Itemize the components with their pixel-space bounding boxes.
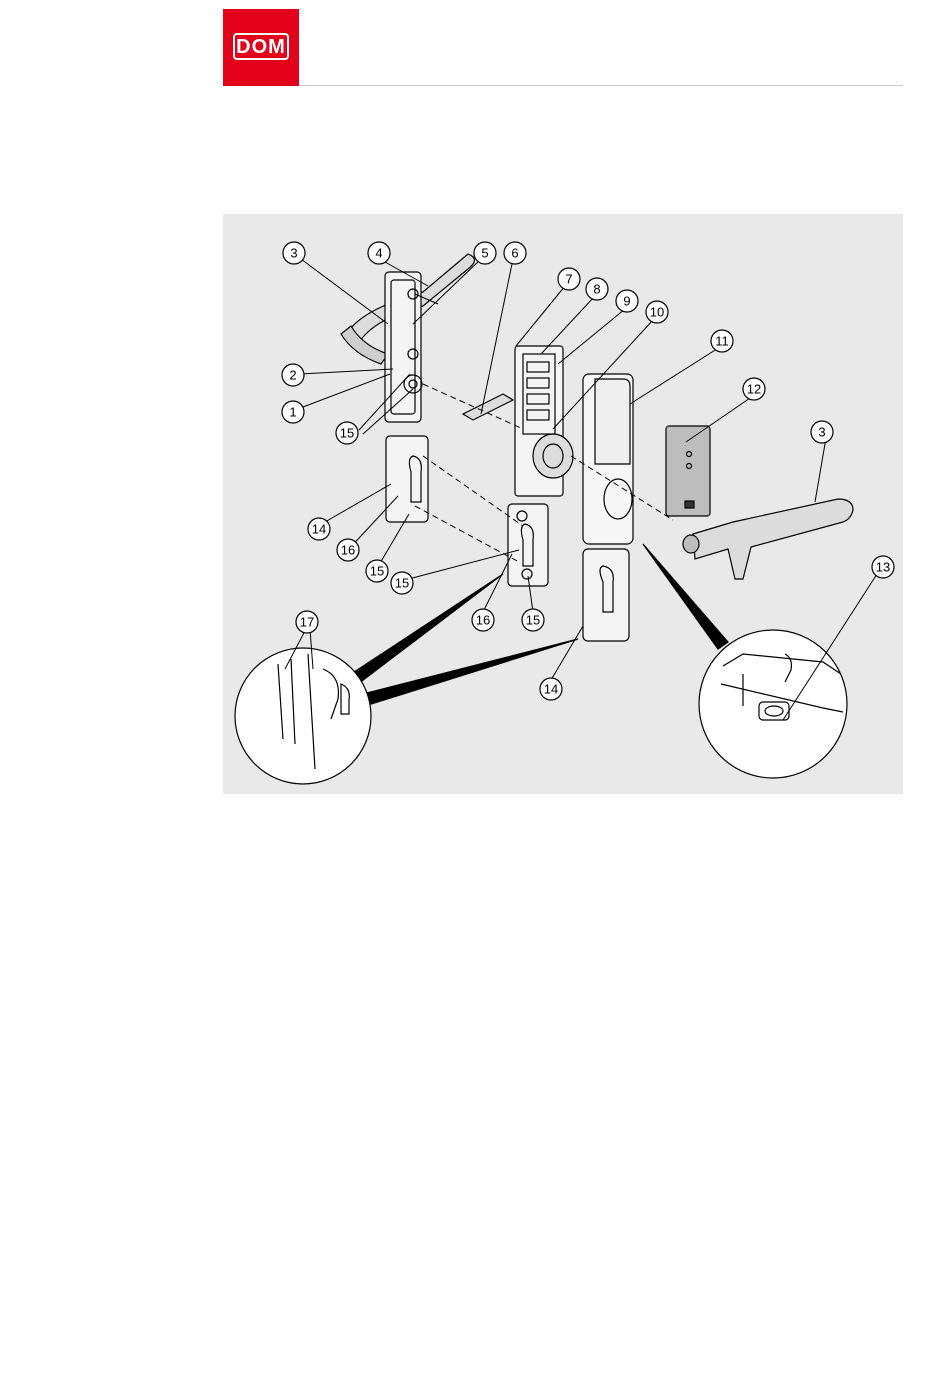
svg-text:6: 6 [511,246,518,261]
callout-7: 7 [558,268,580,290]
callout-6: 6 [504,242,526,264]
callout-10: 10 [646,301,668,323]
exploded-view-figure: 3 4 5 6 7 8 9 10 11 12 3 2 1 15 14 16 15… [223,214,903,794]
svg-text:14: 14 [544,682,558,697]
svg-text:8: 8 [593,282,600,297]
svg-text:13: 13 [876,560,890,575]
svg-text:3: 3 [818,425,825,440]
svg-text:2: 2 [289,368,296,383]
callout-2: 2 [282,364,304,386]
svg-text:15: 15 [395,576,409,591]
header-divider [299,85,903,86]
callout-9: 9 [616,290,638,312]
svg-text:7: 7 [565,272,572,287]
svg-text:16: 16 [476,613,490,628]
svg-text:3: 3 [290,246,297,261]
callout-1: 1 [282,401,304,423]
callout-14: 14 [308,518,330,540]
dom-logo: DOM [223,9,299,86]
svg-text:5: 5 [481,246,488,261]
svg-text:12: 12 [747,382,761,397]
callout-12: 12 [743,378,765,400]
callout-4: 4 [368,242,390,264]
svg-text:4: 4 [375,246,382,261]
svg-text:15: 15 [340,426,354,441]
callout-13: 13 [872,556,894,578]
svg-text:9: 9 [623,294,630,309]
callout-16: 16 [337,539,359,561]
svg-text:14: 14 [312,522,326,537]
callout-3: 3 [283,242,305,264]
callout-8: 8 [586,278,608,300]
callout-15: 15 [336,422,358,444]
svg-text:15: 15 [526,613,540,628]
svg-text:11: 11 [715,334,729,349]
callout-11: 11 [711,330,733,352]
svg-text:16: 16 [341,543,355,558]
logo-text: DOM [223,36,299,58]
exploded-view-illustration: 3 4 5 6 7 8 9 10 11 12 3 2 1 15 14 16 15… [223,214,903,794]
svg-text:17: 17 [300,615,314,630]
svg-text:15: 15 [370,564,384,579]
callout-3-right: 3 [811,421,833,443]
callout-14-b: 14 [540,678,562,700]
svg-text:1: 1 [289,405,296,420]
callout-16-b: 16 [472,609,494,631]
callout-5: 5 [474,242,496,264]
callout-15-b: 15 [366,560,388,582]
callout-15-c: 15 [391,572,413,594]
callout-17: 17 [296,611,318,633]
svg-text:10: 10 [650,305,664,320]
callout-15-d: 15 [522,609,544,631]
